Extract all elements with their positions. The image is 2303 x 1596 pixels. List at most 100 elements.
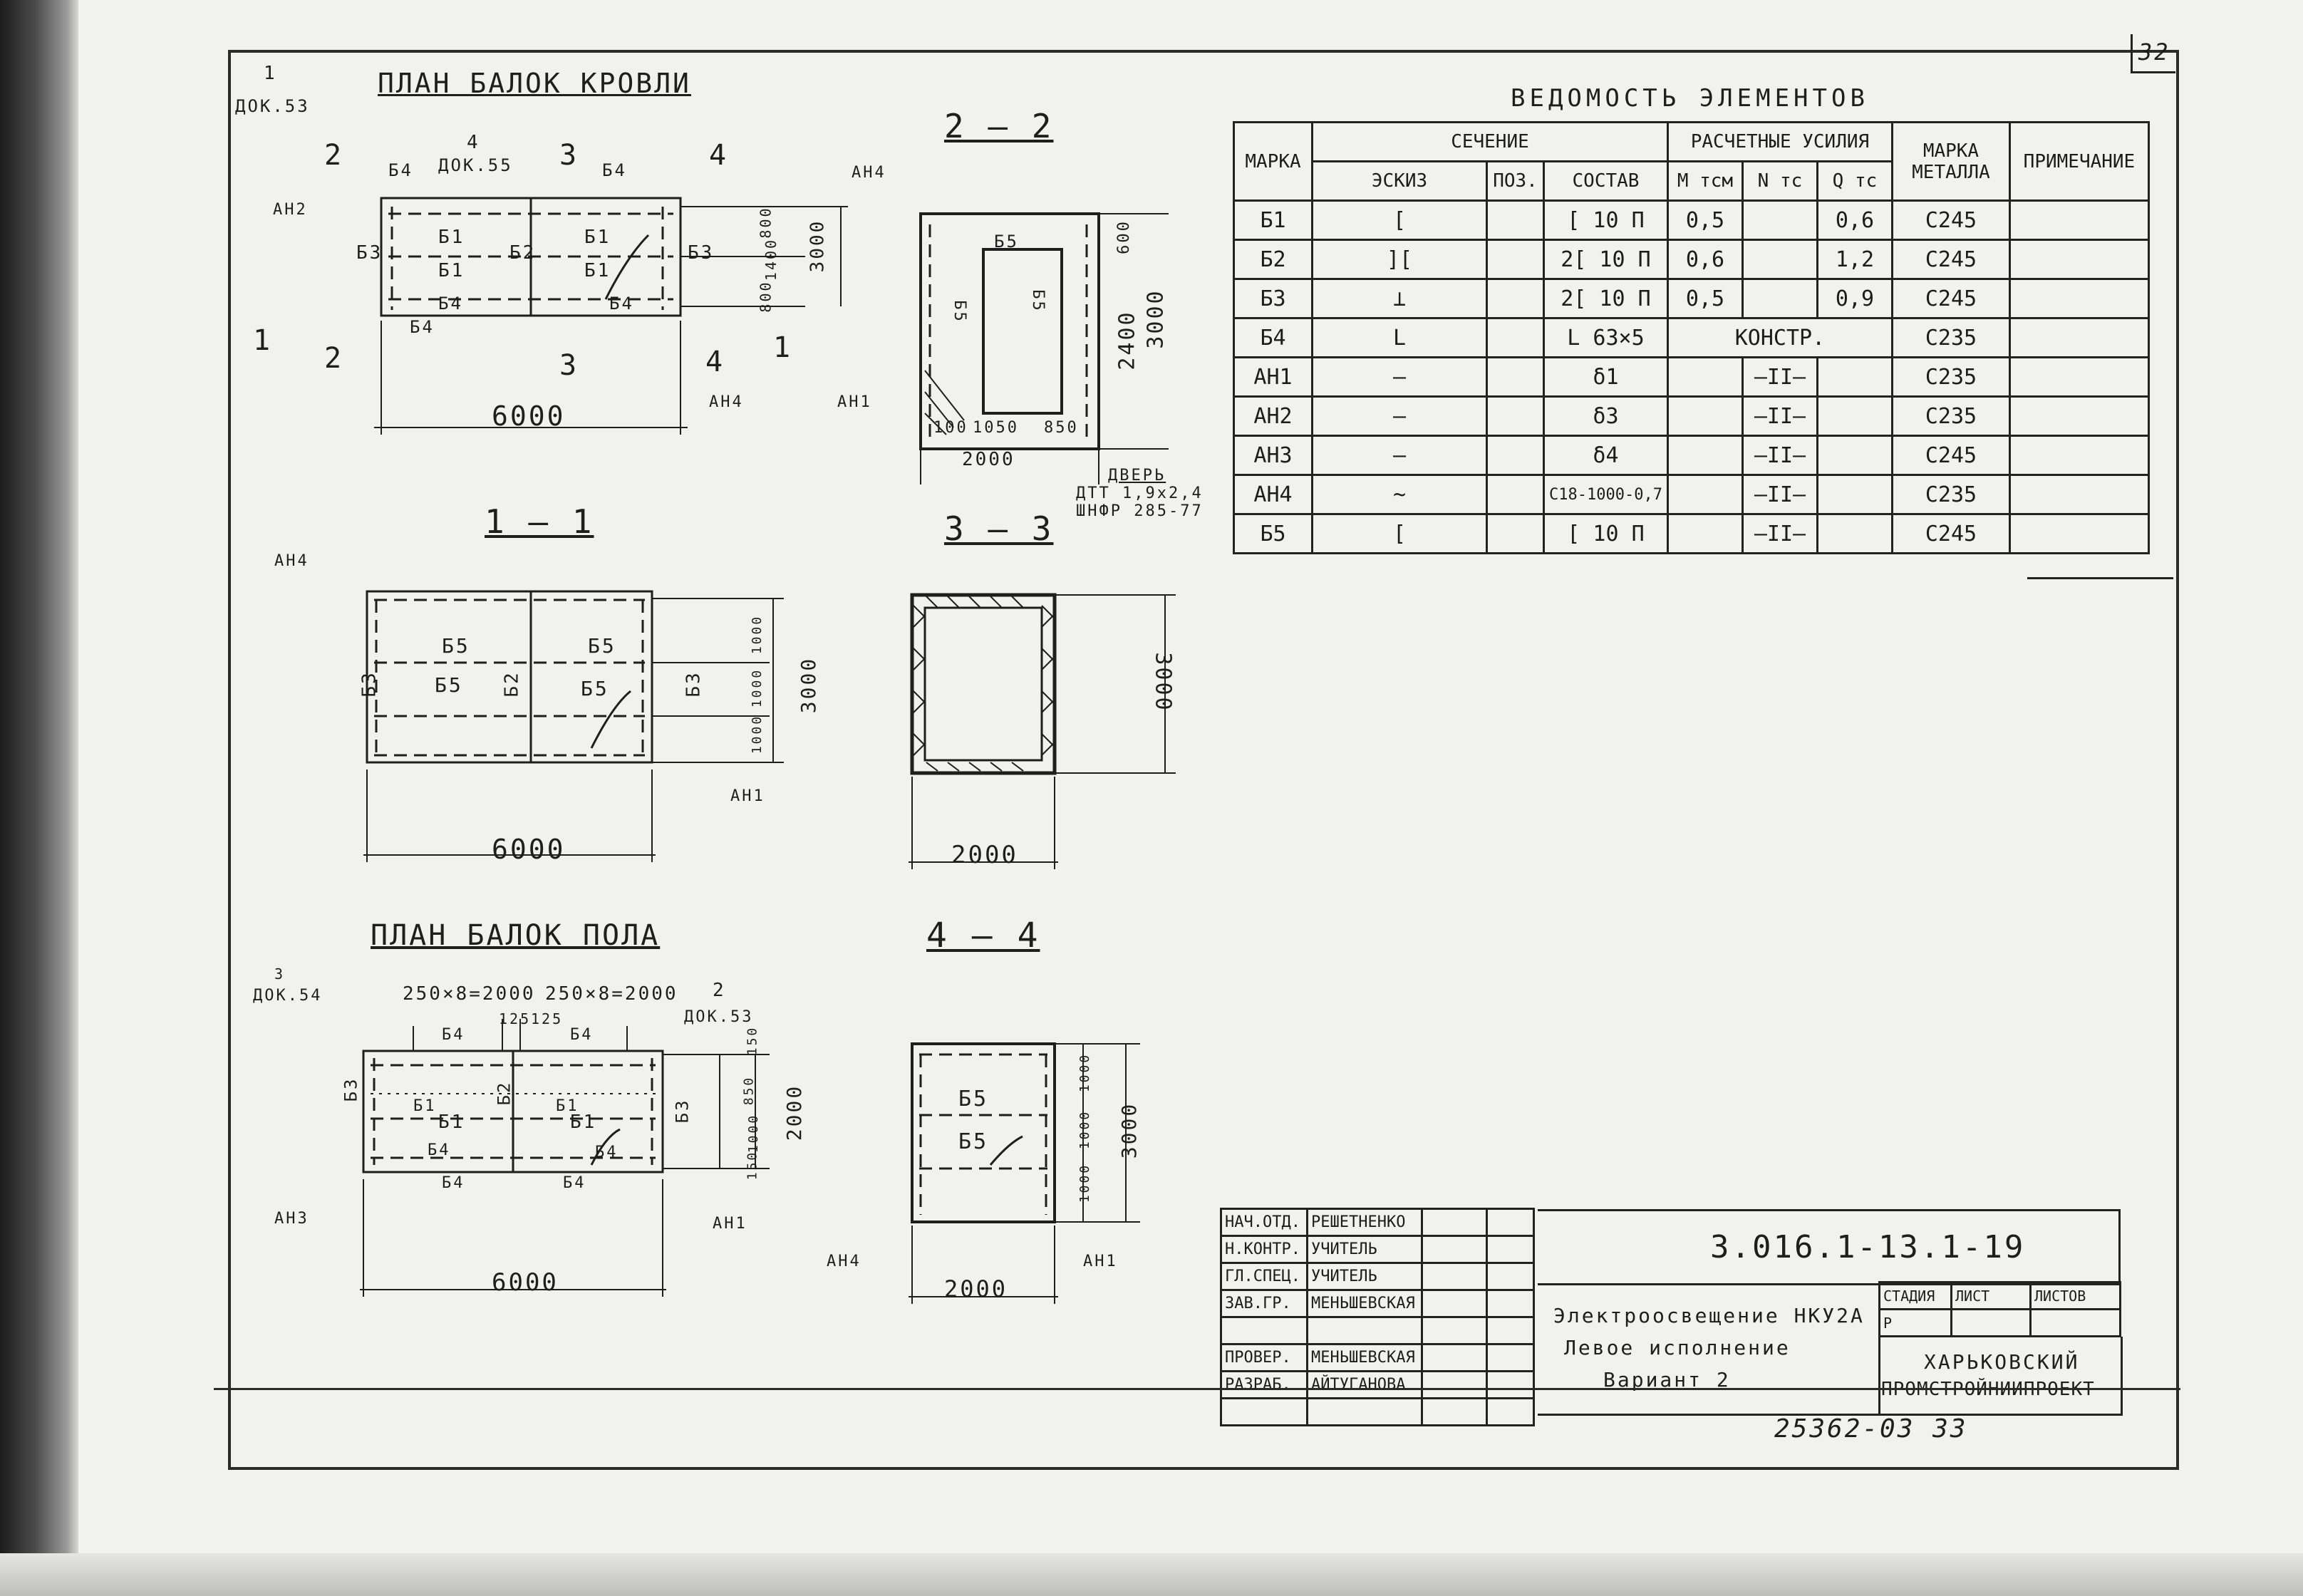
table-row: АН3 — δ4 –II– С245: [1233, 435, 2150, 476]
drawing-frame: [228, 50, 2179, 1470]
staff-role: ГЛ.СПЕЦ.: [1220, 1262, 1308, 1291]
cell-q: [1816, 513, 1893, 554]
anchor-label: АН4: [274, 552, 309, 570]
section-2-2-drawing: [919, 212, 1169, 484]
beam-label: Б1: [438, 227, 465, 248]
beam-label: Б3: [683, 670, 705, 698]
table-row: АН1 — δ1 –II– С235: [1233, 356, 2150, 398]
dimension: 3000: [797, 656, 821, 714]
beam-label: Б5: [950, 300, 968, 323]
beam-label: Б3: [672, 1098, 693, 1124]
organization-line: ХАРЬКОВСКИЙ: [1924, 1350, 2080, 1374]
table-extension-line: [2027, 577, 2173, 579]
cell-mark: Б3: [1233, 278, 1313, 319]
beam-label: Б1: [584, 260, 611, 281]
dimension: 3000: [807, 219, 829, 273]
signature: [1421, 1370, 1488, 1399]
section-1-1-drawing: [363, 590, 784, 862]
cell-sketch: ~: [1311, 474, 1488, 515]
header-n: N тс: [1741, 160, 1818, 202]
dimension: 6000: [492, 1268, 559, 1297]
detail-ref-num: 4: [467, 132, 480, 153]
date-cell: [1486, 1289, 1535, 1318]
header-section: СЕЧЕНИЕ: [1311, 121, 1669, 162]
description-box: [1538, 1281, 1878, 1416]
cell-n: –II–: [1741, 474, 1818, 515]
door-note: ШНФР 285-77: [1076, 502, 1204, 520]
cell-m: 0,6: [1666, 239, 1744, 280]
staff-name: АЙТУГАНОВА: [1306, 1370, 1423, 1399]
element-schedule-table: МАРКА СЕЧЕНИЕ РАСЧЕТНЫЕ УСИЛИЯ МАРКА МЕТ…: [1233, 121, 2150, 554]
anchor-label: АН1: [730, 787, 765, 805]
header-m: М тсм: [1666, 160, 1744, 202]
empty-cell: [1486, 1397, 1535, 1426]
header-sketch: ЭСКИЗ: [1311, 160, 1488, 202]
staff-name: УЧИТЕЛЬ: [1306, 1262, 1423, 1291]
page-number: 32: [2138, 38, 2170, 66]
spacing-label: 250×8=2000: [403, 983, 536, 1005]
anchor-label: АН1: [713, 1215, 747, 1233]
dimension: 800: [757, 206, 775, 239]
beam-label: Б5: [435, 673, 463, 697]
detail-ref-doc: ДОК.54: [253, 987, 323, 1005]
dimension: 1000: [1077, 1052, 1093, 1093]
cell-pos: [1486, 317, 1545, 358]
cell-mark: АН3: [1233, 435, 1313, 476]
beam-label: Б2: [494, 1080, 514, 1106]
spacing-label: 250×8=2000: [545, 983, 678, 1005]
date-cell: [1486, 1370, 1535, 1399]
cell-note: [2008, 239, 2150, 280]
cell-mark: АН4: [1233, 474, 1313, 515]
detail-ref-num: 1: [264, 63, 277, 84]
empty-cell: [1306, 1397, 1423, 1426]
beam-label: Б5: [581, 677, 609, 700]
dimension: 2000: [782, 1084, 807, 1141]
table-row: Б3 ⊥ 2[ 10 П 0,5 0,9 С245: [1233, 278, 2150, 319]
header-forces: РАСЧЕТНЫЕ УСИЛИЯ: [1666, 121, 1893, 162]
cell-steel: С245: [1890, 513, 2011, 554]
cell-steel: С235: [1890, 474, 2011, 515]
beam-label: Б5: [994, 232, 1019, 252]
dimension: 2000: [944, 1275, 1008, 1302]
staff-role: НАЧ.ОТД.: [1220, 1208, 1308, 1237]
section-mark: 2: [324, 342, 344, 375]
header-note: ПРИМЕЧАНИЕ: [2008, 121, 2150, 202]
cell-m: [1666, 474, 1744, 515]
beam-label: Б4: [388, 160, 413, 180]
date-cell: [1486, 1262, 1535, 1291]
cell-mark: АН2: [1233, 395, 1313, 437]
cell-q: [1816, 395, 1893, 437]
beam-label: Б4: [570, 1026, 594, 1044]
cell-note: [2008, 435, 2150, 476]
beam-label: Б4: [563, 1174, 586, 1192]
cell-steel: С235: [1890, 395, 2011, 437]
cell-note: [2008, 474, 2150, 515]
cell-q: 0,9: [1816, 278, 1893, 319]
dimension: 1000: [1077, 1109, 1093, 1150]
spacing-label: 125: [499, 1010, 532, 1027]
cell-steel: С245: [1890, 200, 2011, 241]
dimension: 2000: [962, 449, 1015, 470]
table-row: АН4 ~ С18-1000-0,7 –II– С235: [1233, 474, 2150, 515]
anchor-label: АН4: [709, 393, 744, 411]
beam-label: Б3: [356, 242, 383, 264]
section-3-3-drawing: [909, 593, 1176, 869]
cell-composition: С18-1000-0,7: [1543, 474, 1669, 515]
dimension: 1000: [746, 1113, 762, 1154]
dimension: 150: [745, 1025, 760, 1056]
header-steel: МАРКА МЕТАЛЛА: [1890, 121, 2011, 202]
cell-sketch: —: [1311, 435, 1488, 476]
beam-label: Б2: [501, 670, 523, 698]
header-pos: ПОЗ.: [1486, 160, 1545, 202]
date-cell: [1486, 1343, 1535, 1372]
staff-signature-table: НАЧ.ОТД.РЕШЕТНЕНКО Н.КОНТР.УЧИТЕЛЬ ГЛ.СП…: [1220, 1208, 1535, 1426]
dimension: 6000: [492, 834, 566, 865]
cell-pos: [1486, 278, 1545, 319]
cell-steel: С245: [1890, 239, 2011, 280]
beam-label: Б4: [442, 1174, 465, 1192]
cell-pos: [1486, 474, 1545, 515]
cell-steel: С245: [1890, 435, 2011, 476]
cell-mark: Б5: [1233, 513, 1313, 554]
staff-name: УЧИТЕЛЬ: [1306, 1235, 1423, 1264]
cell-n: –II–: [1741, 513, 1818, 554]
